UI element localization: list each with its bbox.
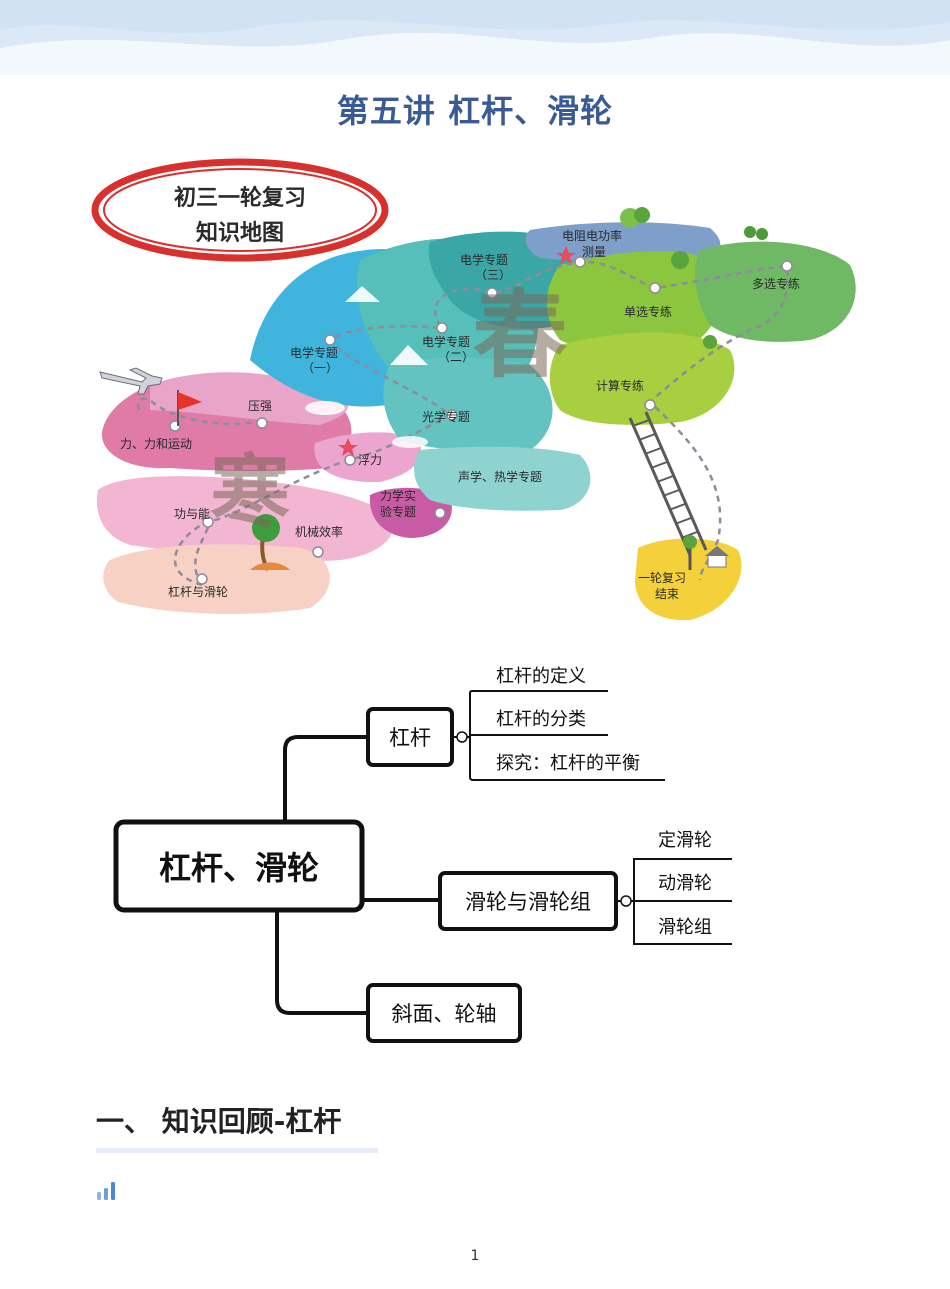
- stop-resist-1: 电阻电功率: [562, 228, 622, 243]
- stop-resist-2: 测量: [582, 245, 606, 259]
- stop-calc: 计算专练: [596, 378, 644, 393]
- airplane-icon: [99, 367, 163, 395]
- mindmap-branch-incline-label: 斜面、轮轴: [392, 1002, 497, 1026]
- stop-elec2-2: （二）: [438, 350, 474, 364]
- stop-pressure: 压强: [248, 399, 272, 413]
- stop-lever-pulley: 杠杆与滑轮: [168, 584, 228, 599]
- stop-end-1: 一轮复习: [638, 571, 686, 585]
- section-underline: [96, 1148, 378, 1153]
- mindmap-branch-lever-label: 杠杆: [389, 726, 431, 750]
- cloud-icon: [305, 342, 815, 448]
- region-work: [96, 476, 394, 562]
- stop-single-choice: 单选专练: [624, 304, 672, 319]
- stop-elec3-2: （三）: [475, 268, 511, 282]
- stop-optics: 光学专题: [422, 409, 470, 424]
- stop-buoyancy: 浮力: [358, 453, 382, 467]
- mindmap-root: [113, 819, 365, 913]
- section-heading: 一、 知识回顾-杠杆: [96, 1105, 342, 1138]
- mindmap-branch-lever: [366, 707, 454, 767]
- mind-map: 杠杆、滑轮 杠杆 滑轮与滑轮组 斜面、轮轴 杠杆的定义 杠杆的分类 探究：杠杆的…: [113, 666, 732, 1043]
- lever-item-definition: 杠杆的定义: [496, 666, 586, 687]
- pulley-item-fixed: 定滑轮: [658, 830, 712, 851]
- lever-item-classification: 杠杆的分类: [496, 709, 586, 730]
- stop-work-energy: 功与能: [174, 507, 210, 521]
- badge-line2: 知识地图: [196, 220, 284, 246]
- region-optics: [383, 357, 553, 452]
- knowledge-map: 初三一轮复习 知识地图 春 寒 力、力和运动 压强 浮力: [91, 158, 856, 621]
- stop-mech-exp-2: 验专题: [380, 504, 416, 519]
- house-icon: [683, 535, 729, 570]
- page-number: 1: [470, 1248, 480, 1264]
- pulley-item-movable: 动滑轮: [658, 873, 712, 894]
- mindmap-root-label: 杠杆、滑轮: [159, 849, 319, 887]
- mountain-icon: [345, 286, 428, 365]
- signal-bars-icon: [97, 1182, 115, 1200]
- page-title: 第五讲 杠杆、滑轮: [336, 92, 614, 130]
- badge-line1: 初三一轮复习: [174, 185, 306, 211]
- watermark-winter: 寒: [210, 446, 290, 539]
- region-lever: [103, 544, 330, 614]
- lever-item-balance: 探究：杠杆的平衡: [496, 753, 640, 774]
- mindmap-branch-incline: [366, 983, 522, 1043]
- stop-elec1-2: （一）: [302, 361, 338, 375]
- stop-sound-heat: 声学、热学专题: [458, 469, 542, 484]
- stop-mech-exp-1: 力学实: [380, 488, 416, 503]
- pulley-item-block: 滑轮组: [658, 917, 712, 938]
- palm-tree-icon: [250, 514, 290, 572]
- stop-end-2: 结束: [655, 587, 679, 601]
- mindmap-branch-pulley-label: 滑轮与滑轮组: [465, 890, 591, 914]
- flag-icon: [177, 390, 202, 426]
- stop-elec3-1: 电学专题: [460, 252, 508, 267]
- region-single: [546, 250, 721, 352]
- review-badge: 初三一轮复习 知识地图: [91, 158, 389, 262]
- mindmap-branch-pulley: [438, 871, 618, 931]
- stop-elec2-1: 电学专题: [422, 334, 470, 349]
- region-multi: [694, 241, 856, 342]
- header-wave-decoration: [0, 0, 950, 75]
- stop-multi-choice: 多选专练: [752, 276, 800, 291]
- region-calc: [549, 332, 735, 425]
- region-sound: [414, 446, 591, 511]
- tree-icon: [620, 207, 768, 349]
- stop-elec1-1: 电学专题: [290, 345, 338, 360]
- star-icon: [338, 438, 358, 456]
- watermark-spring: 春: [472, 281, 567, 391]
- stop-efficiency: 机械效率: [295, 524, 343, 539]
- star-icon: [556, 246, 576, 264]
- stop-force-motion: 力、力和运动: [120, 437, 192, 451]
- railway-track: [628, 411, 708, 556]
